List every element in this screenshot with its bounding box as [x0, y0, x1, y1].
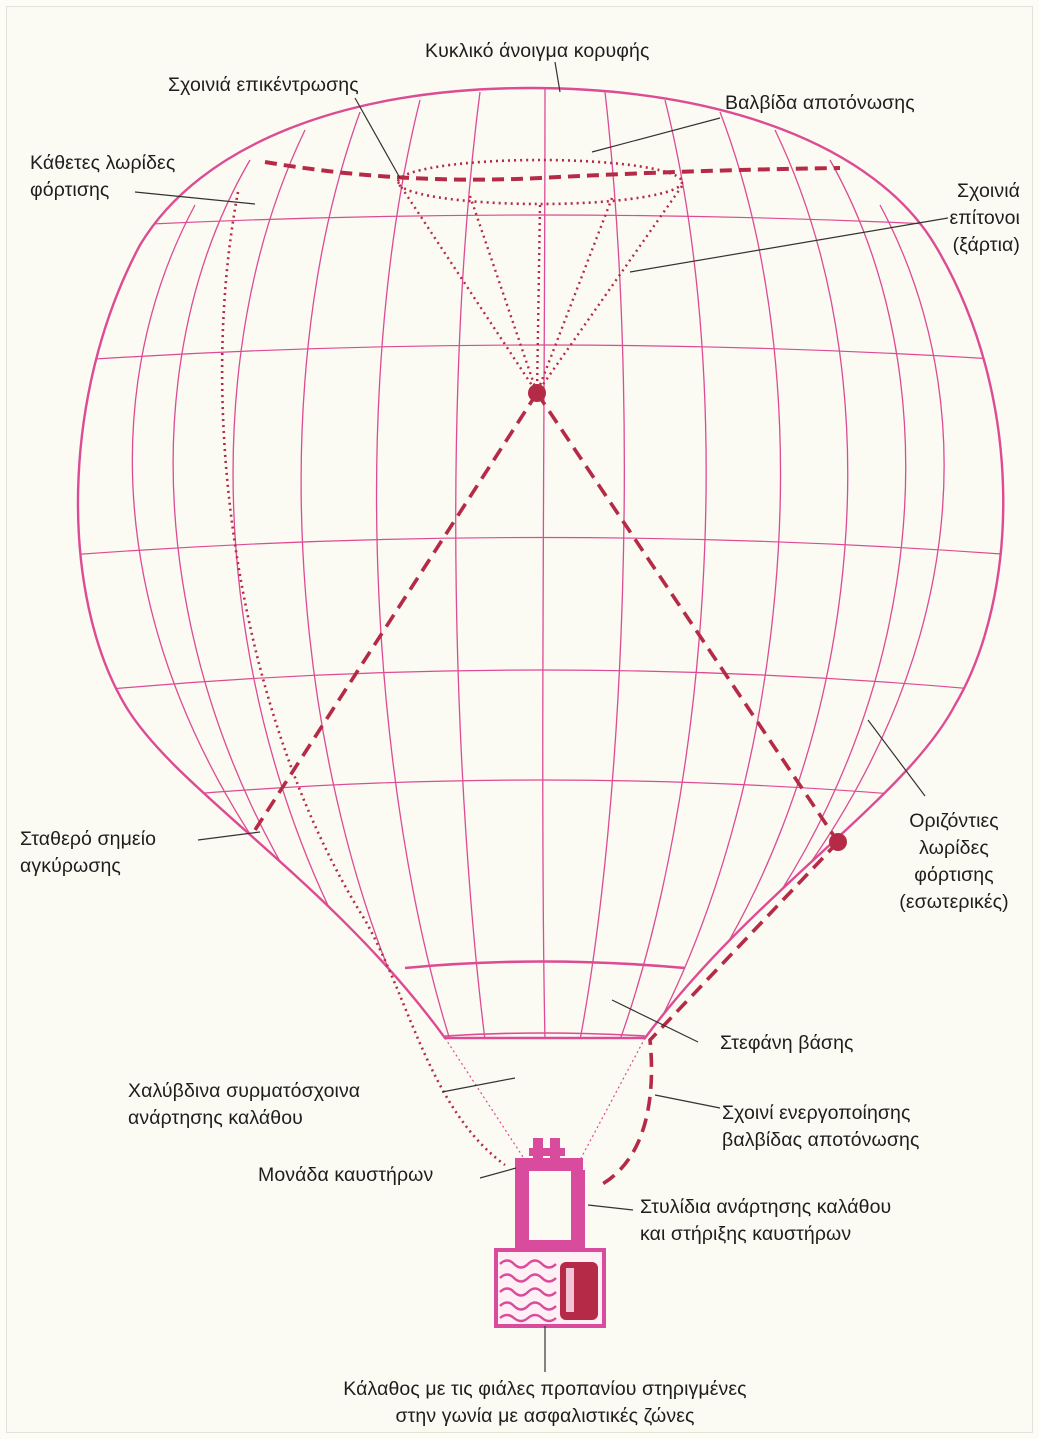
propane-tank	[560, 1262, 598, 1320]
label-rigging-lines: Σχοινιά επίτονοι (ξάρτια)	[920, 178, 1020, 259]
vertical-load-tape	[222, 192, 505, 1165]
label-centering-ropes: Σχοινιά επικέντρωσης	[168, 72, 359, 99]
centering-lines	[398, 182, 682, 393]
label-valve-line: Σχοινί ενεργοποίησης βαλβίδας αποτόνωσης	[722, 1100, 919, 1154]
gore-seams	[132, 85, 944, 1040]
pulley-point	[829, 833, 847, 851]
label-horizontal-load-tapes: Οριζόντιες λωρίδες φόρτισης (εσωτερικές)	[880, 808, 1028, 916]
valve-lines	[255, 393, 838, 1187]
steel-suspension-cables	[445, 1038, 645, 1160]
deflation-valve-ring	[398, 160, 682, 204]
label-basket: Κάλαθος με τις φιάλες προπανίου στηριγμέ…	[270, 1376, 820, 1430]
leader-lines	[135, 62, 948, 1372]
label-steel-cables: Χαλύβδινα συρματόσχοινα ανάρτησης καλάθο…	[128, 1078, 360, 1132]
label-support-rods: Στυλίδια ανάρτησης καλάθου και στήριξης …	[640, 1194, 891, 1248]
convergence-point	[528, 384, 546, 402]
basket-assembly	[496, 1170, 604, 1326]
label-deflation-valve: Βαλβίδα αποτόνωσης	[725, 90, 915, 117]
label-skirt-ring: Στεφάνη βάσης	[720, 1030, 854, 1057]
balloon-envelope	[70, 85, 1015, 1040]
burner-unit	[515, 1138, 583, 1171]
crown	[265, 160, 840, 204]
centering-ring-dashed	[265, 162, 840, 180]
label-fixed-anchor-point: Σταθερό σημείο αγκύρωσης	[20, 826, 156, 880]
label-crown-opening: Κυκλικό άνοιγμα κορυφής	[425, 38, 649, 65]
label-burner-unit: Μονάδα καυστήρων	[258, 1162, 433, 1189]
label-vertical-load-tapes: Κάθετες λωρίδες φόρτισης	[30, 150, 175, 204]
